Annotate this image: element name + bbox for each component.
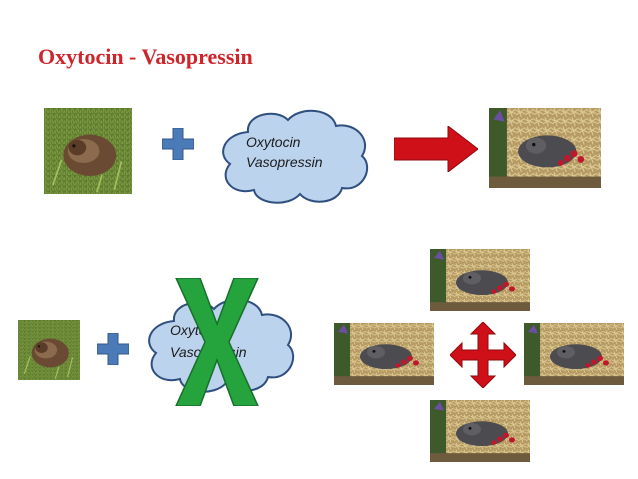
x-cross-icon bbox=[175, 278, 259, 406]
four-way-arrow-icon bbox=[450, 322, 516, 388]
vole-photo bbox=[44, 108, 132, 194]
vole-nest-photo bbox=[489, 108, 601, 188]
right-arrow-icon bbox=[394, 126, 478, 172]
vole-nest-photo bbox=[334, 323, 434, 385]
vole-nest-photo bbox=[430, 400, 530, 462]
hormone-cloud bbox=[222, 109, 369, 204]
slide-title: Oxytocin - Vasopressin bbox=[38, 44, 253, 69]
plus-icon bbox=[97, 333, 129, 365]
vole-nest-photo bbox=[524, 323, 624, 385]
plus-icon bbox=[162, 128, 194, 160]
vole-nest-photo bbox=[430, 249, 530, 311]
vole-photo bbox=[18, 320, 80, 380]
cloud-label-oxytocin: Oxytocin bbox=[246, 134, 301, 150]
cloud-label-vasopressin: Vasopressin bbox=[246, 154, 323, 170]
